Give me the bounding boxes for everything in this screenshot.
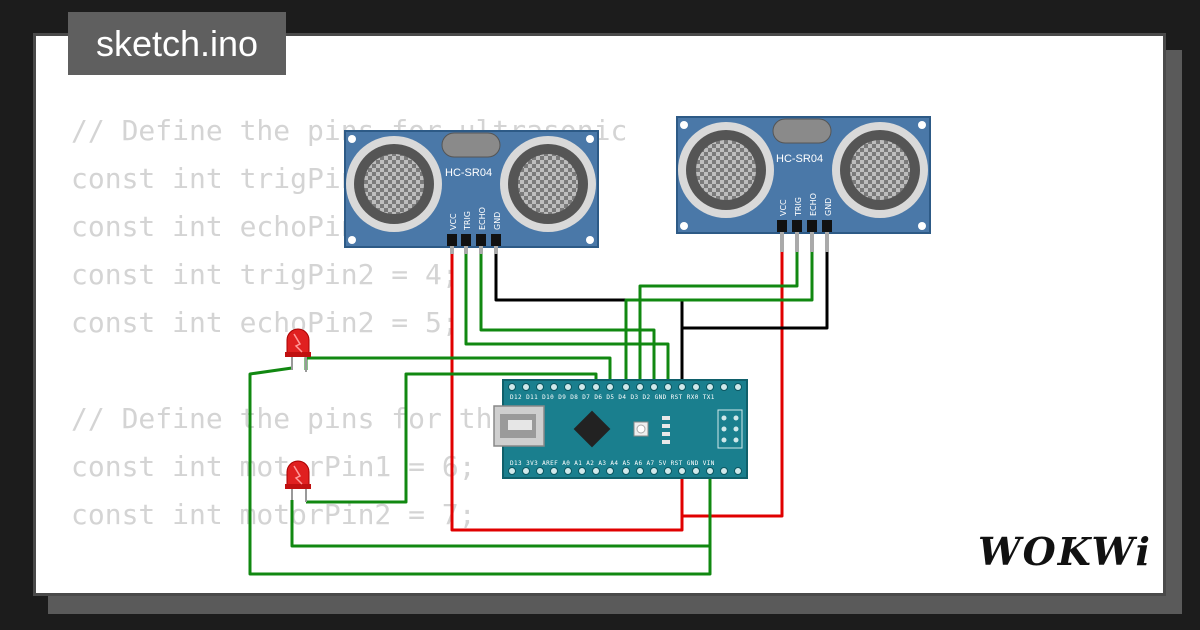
wire-led2-cathode — [290, 500, 710, 548]
wire-vcc-sensor1 — [450, 252, 684, 532]
pin-a3: A3 — [598, 460, 606, 467]
led-2[interactable] — [285, 460, 311, 502]
sensor-1-pin-gnd: GND — [493, 212, 502, 230]
code-line-8: const int motorPin1 = 6; — [71, 450, 476, 483]
pin-d11: D11 — [526, 394, 538, 401]
sensor-1-pin-vcc: VCC — [449, 213, 458, 230]
wire-led2-anode — [306, 372, 598, 504]
pin-d7: D7 — [582, 394, 590, 401]
sensor-2-pin-echo: ECHO — [809, 193, 818, 216]
pin-d8: D8 — [570, 394, 578, 401]
led-1[interactable] — [285, 328, 311, 372]
wire-trig-sensor2 — [638, 252, 799, 388]
sensor-1-pin-echo: ECHO — [478, 207, 487, 230]
pin-d3: D3 — [630, 394, 638, 401]
wokwi-logo: WOKWi — [978, 529, 1152, 574]
pin-d10: D10 — [542, 394, 554, 401]
pin-d6: D6 — [594, 394, 602, 401]
pin-vin: VIN — [703, 460, 715, 467]
pin-d4: D4 — [618, 394, 626, 401]
sensor-2-pin-trig: TRIG — [794, 197, 803, 217]
microcontroller-chip — [573, 410, 611, 448]
code-line-9: const int motorPin2 = 7; — [71, 498, 476, 531]
ultrasonic-sensor-1[interactable]: HC-SR04 VCC TRIG ECHO GND — [344, 130, 599, 254]
pin-a0: A0 — [562, 460, 570, 467]
pin-d2: D2 — [643, 394, 651, 401]
pin-rst-top: RST — [671, 394, 683, 401]
pin-tx1: TX1 — [703, 394, 715, 401]
pin-a6: A6 — [634, 460, 642, 467]
pin-a4: A4 — [610, 460, 618, 467]
board-bottom-pin-labels: D13 3V3 AREF A0 A1 A2 A3 A4 A5 A6 A7 5V … — [510, 460, 715, 467]
file-tab[interactable]: sketch.ino — [68, 12, 286, 75]
pin-rst-bottom: RST — [671, 460, 683, 467]
sensor-2-pin-vcc: VCC — [779, 199, 788, 216]
pin-d13: D13 — [510, 460, 522, 467]
pin-3v3: 3V3 — [526, 460, 538, 467]
sensor-1-pin-trig: TRIG — [463, 211, 472, 231]
ultrasonic-sensor-2[interactable]: HC-SR04 VCC TRIG ECHO GND — [676, 116, 931, 252]
wire-trig-sensor1 — [464, 252, 670, 388]
code-line-5: const int echoPin2 = 5; — [71, 306, 459, 339]
wire-gnd-sensor1 — [494, 252, 684, 388]
pin-rx0: RX0 — [687, 394, 699, 401]
code-line-4: const int trigPin2 = 4; — [71, 258, 459, 291]
pin-aref: AREF — [542, 460, 558, 467]
sensor-2-label: HC-SR04 — [776, 153, 823, 165]
wire-echo-sensor2 — [624, 252, 814, 388]
wire-gnd-sensor2 — [682, 252, 829, 330]
pin-gnd-top: GND — [655, 394, 667, 401]
sensor-2-pin-gnd: GND — [824, 198, 833, 216]
pin-d9: D9 — [558, 394, 566, 401]
pin-a2: A2 — [586, 460, 594, 467]
wire-led1-cathode — [248, 366, 712, 576]
sensor-1-label: HC-SR04 — [445, 167, 492, 179]
pin-5v: 5V — [659, 460, 667, 467]
pin-a7: A7 — [647, 460, 655, 467]
pin-gnd-bottom: GND — [687, 460, 699, 467]
board-top-pin-labels: D12 D11 D10 D9 D8 D7 D6 D5 D4 D3 D2 GND … — [510, 394, 715, 401]
pin-a5: A5 — [622, 460, 630, 467]
wire-echo-sensor1 — [479, 252, 656, 388]
pin-a1: A1 — [574, 460, 582, 467]
pin-d12: D12 — [510, 394, 522, 401]
wire-vcc-sensor2 — [682, 252, 784, 518]
arduino-nano-board[interactable]: D12 D11 D10 D9 D8 D7 D6 D5 D4 D3 D2 GND … — [493, 379, 748, 479]
pin-d5: D5 — [606, 394, 614, 401]
